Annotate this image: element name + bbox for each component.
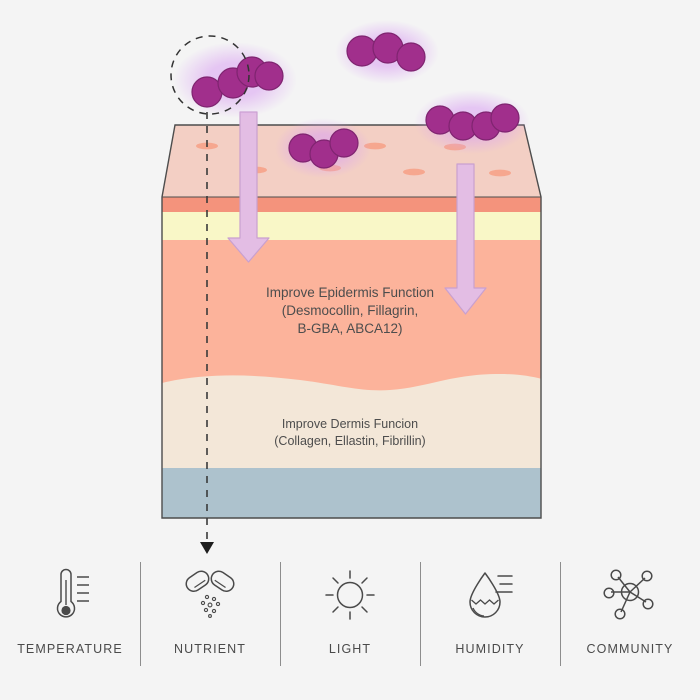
selection-circle-icon xyxy=(170,35,250,115)
network-nodes-icon xyxy=(603,569,654,620)
layer-epidermis xyxy=(162,240,541,400)
bacteria-cells xyxy=(191,32,520,169)
layer-lucidum xyxy=(162,212,541,240)
bacteria-layer xyxy=(170,20,530,178)
epidermis-function-label: Improve Epidermis Function (Desmocollin,… xyxy=(200,284,500,338)
penetration-arrow-left xyxy=(227,111,270,263)
layer-orange-band xyxy=(162,197,541,212)
factor-item-community[interactable]: COMMUNITY xyxy=(560,556,700,674)
bacteria-cluster-highlighted xyxy=(191,56,284,108)
capsule-icon xyxy=(185,570,235,618)
factor-label-humidity: HUMIDITY xyxy=(455,642,525,656)
environmental-factors-row: TEMPERATURE xyxy=(0,556,700,674)
factor-item-nutrient[interactable]: NUTRIENT xyxy=(140,556,280,674)
factor-item-temperature[interactable]: TEMPERATURE xyxy=(0,556,140,674)
factor-item-humidity[interactable]: HUMIDITY xyxy=(420,556,560,674)
layer-hypodermis xyxy=(162,468,541,518)
factor-label-community: COMMUNITY xyxy=(586,642,674,656)
epidermis-label-line1: Improve Epidermis Function xyxy=(265,285,435,300)
factor-label-temperature: TEMPERATURE xyxy=(17,642,123,656)
bacteria-cluster-surface-mid xyxy=(288,128,359,169)
dermis-label-line2: (Collagen, Ellastin, Fibrillin) xyxy=(274,433,426,448)
factor-label-nutrient: NUTRIENT xyxy=(174,642,246,656)
dermis-label-line1: Improve Dermis Funcion xyxy=(281,417,419,431)
penetration-arrow-right xyxy=(444,163,487,315)
factor-item-light[interactable]: LIGHT xyxy=(280,556,420,674)
epidermis-label-line2: (Desmocollin, Fillagrin, xyxy=(281,302,419,318)
sun-icon xyxy=(325,570,375,620)
dermis-function-label: Improve Dermis Funcion (Collagen, Ellast… xyxy=(200,416,500,449)
bacteria-cluster-airborne xyxy=(346,32,426,72)
epidermis-label-line3: B-GBA, ABCA12) xyxy=(297,320,403,336)
bacteria-cluster-surface-right xyxy=(425,103,520,141)
water-drop-icon xyxy=(469,572,513,618)
factor-label-light: LIGHT xyxy=(328,642,372,656)
thermometer-icon xyxy=(56,568,89,618)
depth-dashed-arrow xyxy=(200,112,214,554)
